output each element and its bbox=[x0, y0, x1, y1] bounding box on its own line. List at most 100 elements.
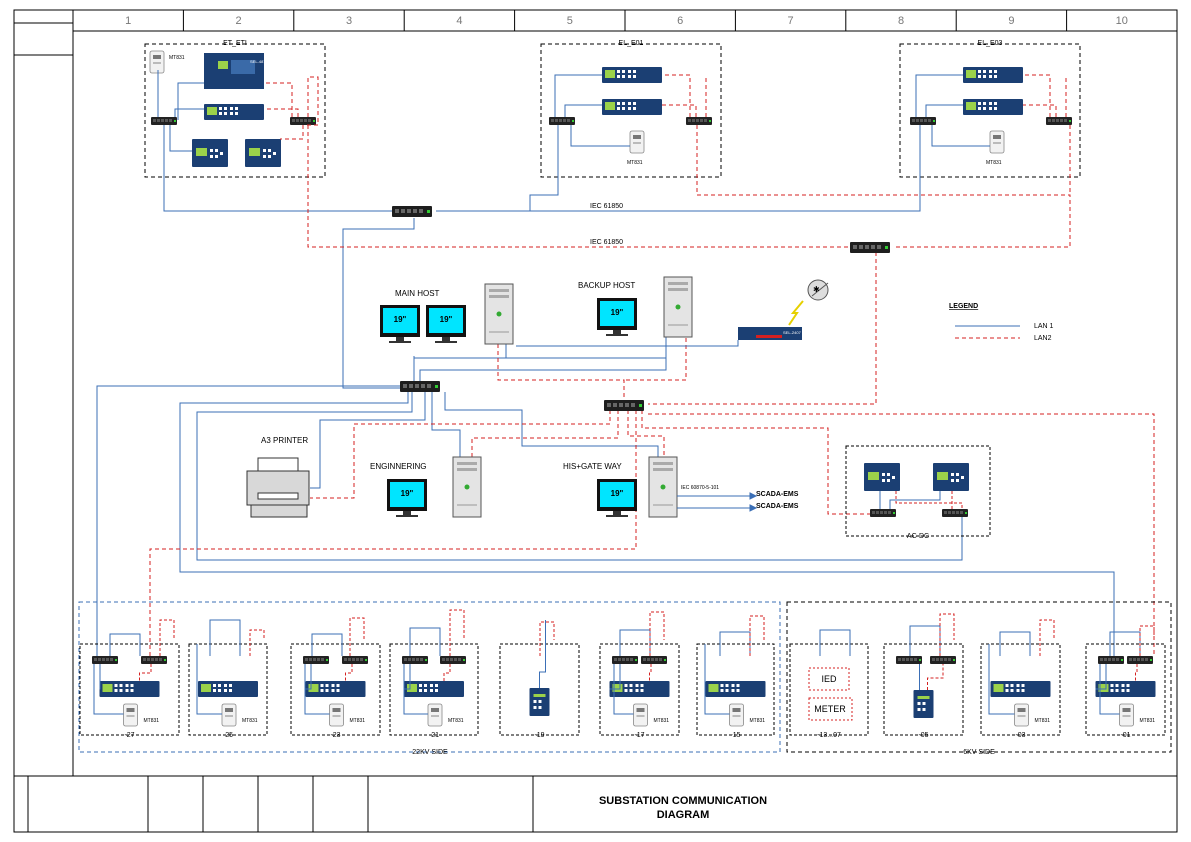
switch-icon bbox=[942, 509, 968, 517]
scada-links bbox=[677, 492, 758, 512]
monitor-icon: 19" bbox=[380, 305, 420, 343]
backup-host-server-icon bbox=[663, 276, 693, 338]
scada-ems-label: SCADA-EMS bbox=[756, 491, 799, 498]
lan2-links bbox=[149, 74, 1155, 657]
backup-host-label: BACKUP HOST bbox=[578, 281, 635, 290]
bay-label: -25 bbox=[223, 732, 233, 739]
svg-text:19": 19" bbox=[401, 489, 414, 498]
engineering-server-icon bbox=[452, 456, 482, 518]
switch-icon bbox=[141, 656, 167, 664]
relay-sel451 bbox=[204, 104, 264, 120]
switch-icon bbox=[151, 117, 177, 125]
switch-icon bbox=[686, 117, 712, 125]
column-number: 4 bbox=[456, 15, 462, 27]
relay-sel421 bbox=[963, 67, 1023, 83]
meter-icon bbox=[729, 703, 744, 727]
column-number: 2 bbox=[236, 15, 242, 27]
meter-label: MT831 bbox=[986, 160, 1002, 166]
panel-ac-dc: AC-DC bbox=[845, 445, 991, 540]
kv22-side-label: 22KV SIDE bbox=[412, 749, 448, 756]
relay-compact bbox=[913, 690, 934, 718]
column-number: 10 bbox=[1116, 15, 1128, 27]
relay-sel451 bbox=[705, 681, 766, 697]
switch-icon bbox=[1046, 117, 1072, 125]
station-switch-lan1 bbox=[400, 381, 440, 392]
bay-label: -17 bbox=[634, 732, 644, 739]
ied-label: IED bbox=[821, 674, 837, 684]
relay-sel2411 bbox=[192, 139, 228, 167]
column-number: 9 bbox=[1008, 15, 1014, 27]
switch-icon bbox=[612, 656, 638, 664]
legend-title: LEGEND bbox=[949, 303, 978, 310]
bay-label: -05 bbox=[918, 732, 928, 739]
bay-label: -01 bbox=[1120, 732, 1130, 739]
monitor-icon: 19" bbox=[426, 305, 466, 343]
main-host-server-icon bbox=[484, 283, 514, 345]
switch-icon bbox=[549, 117, 575, 125]
kv22-side-frame bbox=[78, 601, 781, 753]
meter-icon bbox=[427, 703, 443, 727]
bay-label: -03 bbox=[1015, 732, 1025, 739]
column-number: 1 bbox=[125, 15, 131, 27]
bay-panels: -27MT831-25MT831-23MT831-21MT831-19-17MT… bbox=[79, 609, 1166, 739]
his-gateway-label: HIS+GATE WAY bbox=[563, 462, 622, 471]
meter-label: MT831 bbox=[448, 718, 464, 724]
meter-icon bbox=[1119, 703, 1134, 727]
meter-icon bbox=[329, 703, 344, 727]
relay-sel451 bbox=[990, 681, 1051, 697]
bay-panel: -19 bbox=[499, 620, 580, 739]
relay-sel451 bbox=[305, 681, 366, 697]
meter-icon bbox=[123, 703, 138, 727]
switch-icon bbox=[1127, 656, 1153, 664]
relay-sel451 bbox=[198, 681, 258, 697]
meter-box bbox=[808, 697, 853, 721]
column-number: 8 bbox=[898, 15, 904, 27]
gps-link bbox=[516, 340, 739, 347]
switch-icon bbox=[896, 656, 922, 664]
relay-sel451 bbox=[99, 681, 160, 697]
switch-icon bbox=[870, 509, 896, 517]
bay-label: -23 bbox=[330, 732, 340, 739]
meter-label: MT831 bbox=[627, 160, 643, 166]
svg-text:19": 19" bbox=[394, 315, 407, 324]
panel-el-e01: EL_E01 MT831 bbox=[540, 40, 722, 178]
column-number: 7 bbox=[788, 15, 794, 27]
printer-icon bbox=[246, 457, 310, 518]
meter-label: MT831 bbox=[350, 718, 366, 724]
monitor-icon: 19" bbox=[597, 479, 637, 517]
column-ruler: 1 2 3 4 5 6 7 8 9 10 bbox=[125, 10, 1128, 31]
printer-label: A3 PRINTER bbox=[261, 436, 308, 445]
meter-box-label: METER bbox=[814, 704, 846, 714]
meter-icon bbox=[629, 130, 645, 154]
bay-panel: -23 MT831 bbox=[290, 643, 381, 739]
meter-icon bbox=[221, 703, 237, 727]
switch-icon bbox=[1098, 656, 1124, 664]
relay-sel2411 bbox=[864, 463, 900, 491]
bay-label: -19 bbox=[534, 732, 544, 739]
svg-text:SEL-2407: SEL-2407 bbox=[783, 330, 802, 335]
column-number: 5 bbox=[567, 15, 573, 27]
diagram-title-line2: DIAGRAM bbox=[657, 809, 710, 821]
relay-sel451 bbox=[404, 681, 464, 697]
panel-el-e03: EL_E03 MT831 bbox=[899, 40, 1081, 178]
switch-icon bbox=[641, 656, 667, 664]
relay-sel451 bbox=[602, 99, 662, 115]
svg-text:19": 19" bbox=[611, 308, 624, 317]
kv6-side-label: 6KV SIDE bbox=[963, 749, 995, 756]
switch-icon bbox=[290, 117, 316, 125]
ied-box bbox=[808, 667, 850, 691]
switch-icon bbox=[440, 656, 466, 664]
engineering-label: ENGINNERING bbox=[370, 462, 426, 471]
switch-icon bbox=[930, 656, 956, 664]
meter-label: MT831 bbox=[1140, 718, 1156, 724]
panel-et-eti: ET_ETI MT831 SEL-487E bbox=[144, 40, 326, 178]
column-number: 3 bbox=[346, 15, 352, 27]
meter-label: MT831 bbox=[144, 718, 160, 724]
column-number: 6 bbox=[677, 15, 683, 27]
bay-label: -13...07 bbox=[817, 732, 841, 739]
monitor-icon: 19" bbox=[387, 479, 427, 517]
